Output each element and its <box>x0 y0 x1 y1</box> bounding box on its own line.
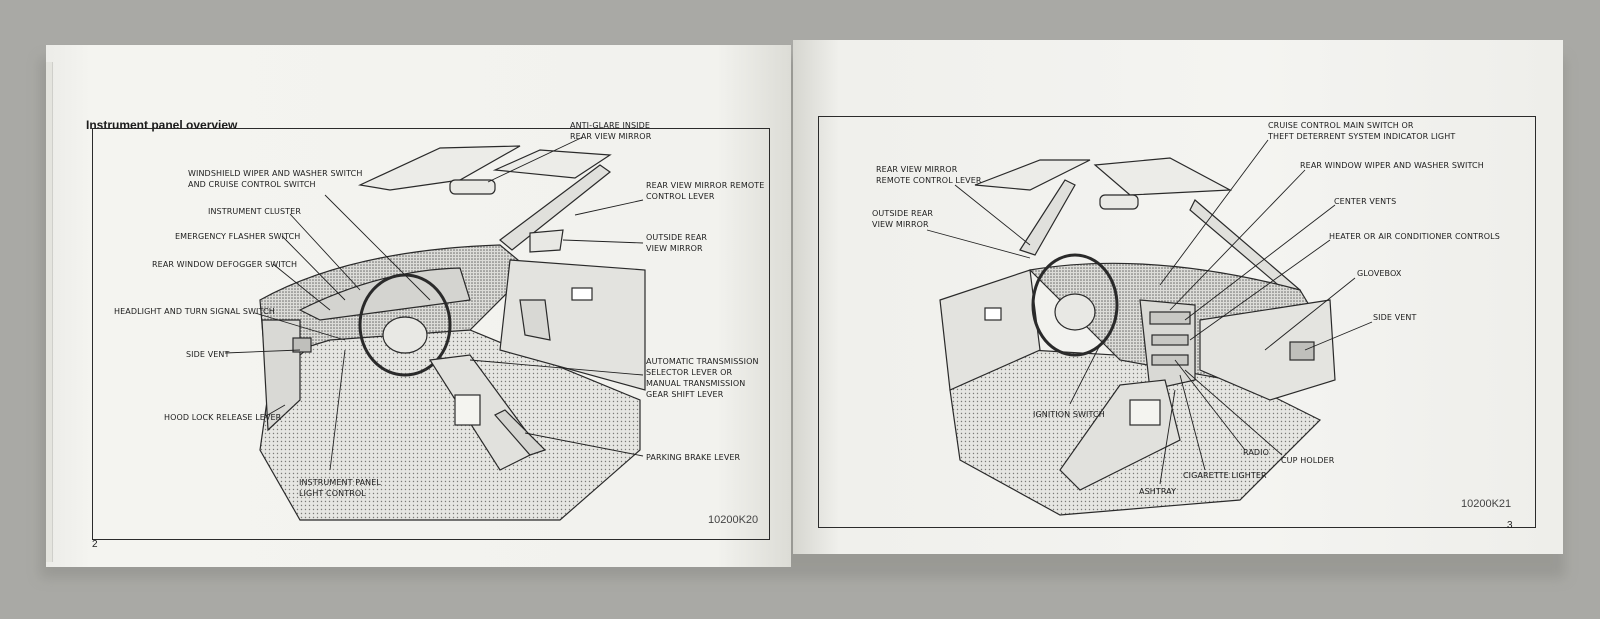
label-ignition-switch: IGNITION SWITCH <box>1033 410 1105 419</box>
page-number-left: 2 <box>92 539 98 550</box>
page-number-right: 3 <box>1507 520 1513 531</box>
label-panel-light-control: INSTRUMENT PANEL LIGHT CONTROL <box>299 478 381 498</box>
label-heater-ac-controls: HEATER OR AIR CONDITIONER CONTROLS <box>1329 232 1500 241</box>
label-glovebox: GLOVEBOX <box>1357 269 1402 278</box>
label-headlight-turn-signal: HEADLIGHT AND TURN SIGNAL SWITCH <box>114 307 275 316</box>
label-outside-rear-view-mirror: OUTSIDE REAR VIEW MIRROR <box>646 233 708 253</box>
label-hood-lock-release: HOOD LOCK RELEASE LEVER <box>164 413 282 422</box>
label-ashtray: ASHTRAY <box>1139 487 1177 496</box>
right-leader-lines <box>926 139 1373 485</box>
label-center-vents: CENTER VENTS <box>1334 197 1397 206</box>
label-rear-wiper-washer: REAR WINDOW WIPER AND WASHER SWITCH <box>1300 161 1484 170</box>
figure-code-right: 10200K21 <box>1461 498 1512 510</box>
figure-code-left: 10200K20 <box>708 514 759 526</box>
label-wiper-cruise-switch: WINDSHIELD WIPER AND WASHER SWITCH AND C… <box>188 169 363 189</box>
label-outside-rear-view-mirror-right: OUTSIDE REAR VIEW MIRROR <box>872 209 934 229</box>
label-rear-view-mirror-remote-right: REAR VIEW MIRROR REMOTE CONTROL LEVER <box>876 165 982 185</box>
label-side-vent-left: SIDE VENT <box>186 350 230 359</box>
label-cup-holder: CUP HOLDER <box>1281 456 1335 465</box>
label-anti-glare-mirror: ANTI-GLARE INSIDE REAR VIEW MIRROR <box>570 121 652 141</box>
label-instrument-cluster: INSTRUMENT CLUSTER <box>208 207 301 216</box>
left-leader-lines <box>224 136 644 471</box>
page-stack-edge <box>46 62 53 562</box>
label-side-vent-right: SIDE VENT <box>1373 313 1417 322</box>
label-cruise-main-switch: CRUISE CONTROL MAIN SWITCH OR THEFT DETE… <box>1268 121 1456 141</box>
label-parking-brake: PARKING BRAKE LEVER <box>646 453 741 462</box>
label-transmission-lever: AUTOMATIC TRANSMISSION SELECTOR LEVER OR… <box>646 357 759 399</box>
left-dashboard-drawing <box>259 145 646 521</box>
figure-frame-right <box>818 116 1536 528</box>
figure-frame-left <box>92 128 770 540</box>
label-radio: RADIO <box>1243 448 1270 457</box>
label-rear-defogger: REAR WINDOW DEFOGGER SWITCH <box>152 260 298 269</box>
right-dashboard-drawing <box>939 157 1336 516</box>
label-cigarette-lighter: CIGARETTE LIGHTER <box>1183 471 1267 480</box>
label-rear-view-mirror-remote: REAR VIEW MIRROR REMOTE CONTROL LEVER <box>646 181 765 201</box>
label-emergency-flasher: EMERGENCY FLASHER SWITCH <box>175 232 301 241</box>
